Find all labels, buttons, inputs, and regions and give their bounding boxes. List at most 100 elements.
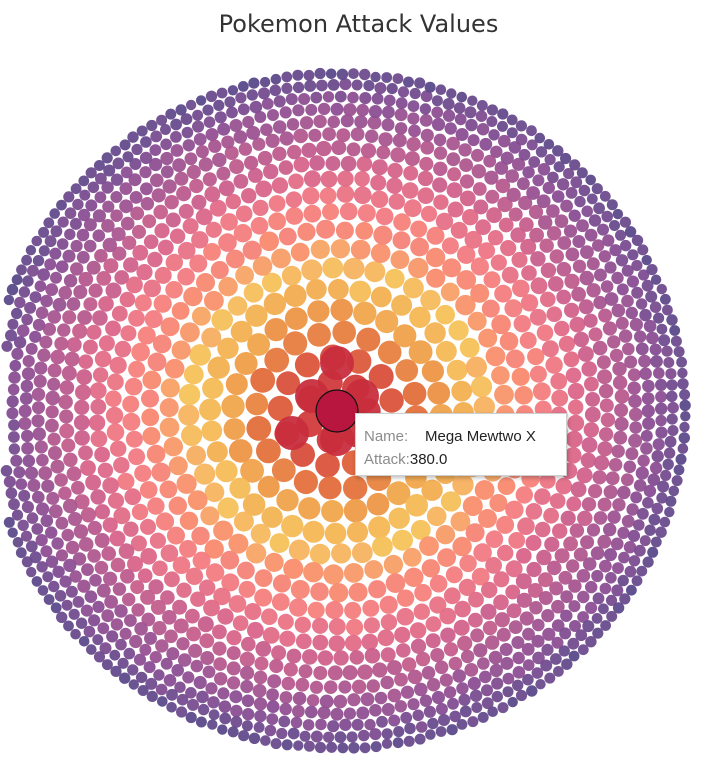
- bubble[interactable]: [64, 228, 76, 240]
- bubble[interactable]: [518, 195, 533, 211]
- bubble[interactable]: [250, 523, 271, 544]
- bubble[interactable]: [464, 663, 479, 677]
- bubble[interactable]: [102, 477, 119, 494]
- bubble[interactable]: [258, 87, 270, 100]
- bubble[interactable]: [443, 686, 457, 699]
- bubble[interactable]: [61, 365, 77, 381]
- bubble[interactable]: [619, 593, 631, 605]
- bubble[interactable]: [449, 710, 462, 723]
- bubble[interactable]: [29, 330, 42, 343]
- bubble[interactable]: [189, 344, 211, 366]
- bubble[interactable]: [49, 247, 62, 260]
- bubble[interactable]: [119, 291, 136, 308]
- bubble[interactable]: [66, 466, 82, 482]
- bubble[interactable]: [394, 122, 408, 135]
- bubble[interactable]: [112, 157, 125, 170]
- bubble[interactable]: [245, 543, 267, 564]
- bubble[interactable]: [656, 492, 668, 504]
- bubble[interactable]: [675, 453, 687, 465]
- bubble[interactable]: [242, 493, 266, 516]
- bubble[interactable]: [631, 575, 643, 587]
- bubble[interactable]: [266, 713, 279, 725]
- bubble[interactable]: [645, 290, 658, 303]
- bubble[interactable]: [591, 613, 603, 624]
- bubble[interactable]: [328, 635, 346, 652]
- bubble[interactable]: [483, 154, 497, 168]
- bubble[interactable]: [655, 426, 668, 439]
- bubble[interactable]: [5, 329, 17, 342]
- bubble[interactable]: [62, 310, 77, 325]
- bubble[interactable]: [413, 603, 430, 620]
- bubble[interactable]: [203, 243, 221, 261]
- bubble[interactable]: [135, 671, 148, 684]
- bubble[interactable]: [333, 694, 348, 709]
- bubble[interactable]: [369, 704, 382, 717]
- bubble[interactable]: [48, 504, 63, 519]
- bubble[interactable]: [627, 381, 641, 395]
- bubble[interactable]: [110, 557, 126, 573]
- bubble[interactable]: [230, 320, 253, 343]
- bubble[interactable]: [380, 647, 396, 663]
- bubble[interactable]: [252, 683, 267, 698]
- bubble[interactable]: [634, 330, 647, 343]
- bubble[interactable]: [21, 367, 36, 381]
- bubble[interactable]: [140, 589, 156, 605]
- bubble[interactable]: [252, 256, 273, 276]
- bubble[interactable]: [567, 414, 585, 432]
- bubble[interactable]: [101, 546, 116, 561]
- bubble[interactable]: [133, 653, 147, 666]
- bubble[interactable]: [491, 690, 503, 703]
- bubble[interactable]: [159, 417, 180, 438]
- bubble[interactable]: [380, 614, 398, 631]
- bubble[interactable]: [442, 258, 462, 278]
- bubble[interactable]: [224, 96, 236, 108]
- bubble[interactable]: [625, 447, 639, 461]
- bubble[interactable]: [506, 127, 518, 139]
- bubble[interactable]: [90, 489, 106, 505]
- bubble[interactable]: [101, 659, 113, 671]
- bubble[interactable]: [215, 460, 238, 483]
- bubble[interactable]: [38, 466, 53, 480]
- bubble[interactable]: [611, 271, 624, 285]
- bubble[interactable]: [82, 339, 98, 355]
- bubble[interactable]: [549, 581, 564, 596]
- bubble[interactable]: [611, 303, 626, 318]
- bubble[interactable]: [124, 377, 143, 396]
- bubble[interactable]: [621, 514, 635, 528]
- bubble[interactable]: [511, 367, 530, 386]
- bubble[interactable]: [372, 662, 388, 678]
- bubble[interactable]: [86, 644, 97, 655]
- bubble[interactable]: [635, 342, 649, 356]
- bubble[interactable]: [58, 486, 72, 500]
- bubble[interactable]: [34, 440, 48, 454]
- bubble[interactable]: [288, 173, 304, 190]
- bubble[interactable]: [68, 512, 82, 526]
- bubble[interactable]: [233, 130, 248, 144]
- bubble[interactable]: [109, 649, 121, 661]
- bubble[interactable]: [328, 278, 349, 300]
- bubble[interactable]: [368, 364, 394, 389]
- bubble[interactable]: [320, 346, 354, 380]
- bubble[interactable]: [386, 177, 403, 194]
- bubble[interactable]: [597, 369, 613, 385]
- bubble[interactable]: [426, 678, 441, 692]
- bubble[interactable]: [567, 637, 580, 650]
- bubble[interactable]: [186, 164, 201, 180]
- bubble[interactable]: [61, 599, 73, 611]
- bubble[interactable]: [642, 497, 654, 509]
- bubble[interactable]: [553, 666, 564, 677]
- bubble[interactable]: [130, 535, 147, 552]
- bubble[interactable]: [31, 387, 46, 402]
- bubble[interactable]: [203, 599, 220, 617]
- bubble[interactable]: [356, 156, 373, 172]
- bubble[interactable]: [18, 489, 31, 502]
- bubble[interactable]: [266, 688, 279, 702]
- bubble[interactable]: [585, 174, 596, 186]
- bubble[interactable]: [381, 728, 393, 740]
- bubble[interactable]: [129, 191, 143, 204]
- bubble[interactable]: [554, 214, 569, 228]
- bubble[interactable]: [185, 567, 204, 585]
- bubble[interactable]: [406, 137, 421, 152]
- bubble[interactable]: [491, 314, 511, 335]
- bubble[interactable]: [598, 308, 613, 323]
